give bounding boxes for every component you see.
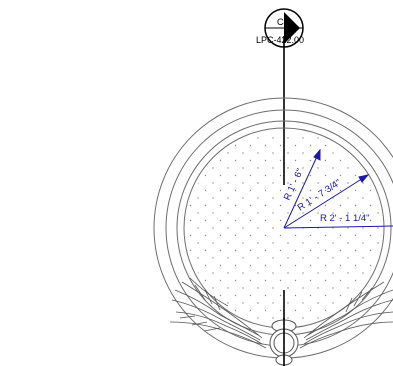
dim-line-inner: [283, 149, 321, 229]
dim-label-outer: R 2' - 1 1/4": [320, 213, 370, 224]
acanthus-ornament-left: [169, 277, 267, 349]
section-callout[interactable]: C4 LPC-422.00: [256, 8, 304, 48]
callout-detail-id: C4: [277, 17, 289, 27]
dim-line-outer: [283, 225, 393, 229]
acanthus-ornament-right: [299, 281, 393, 349]
dimension-lines: [283, 148, 393, 229]
callout-sheet-ref: LPC-422.00: [256, 35, 304, 45]
dim-line-middle: [283, 174, 369, 229]
